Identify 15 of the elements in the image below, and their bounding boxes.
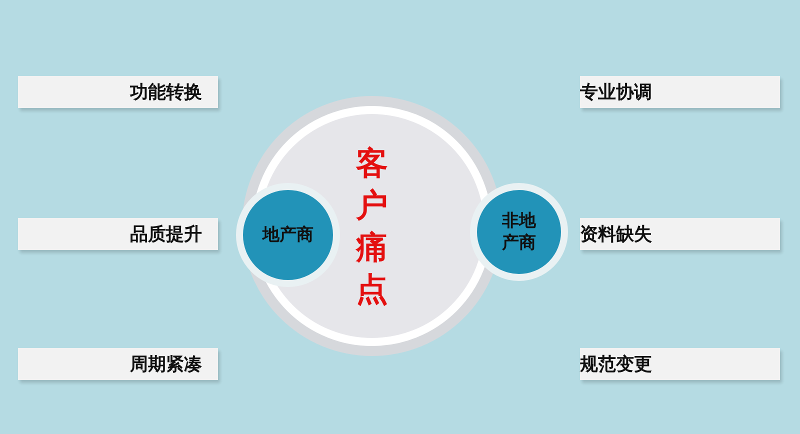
bar-label: 规范变更 [580,353,652,376]
title-text: 客户痛点 [355,143,389,310]
label-bar [18,348,218,380]
label-bar [580,76,780,108]
bar-label: 功能转换 [130,81,202,104]
label-bar [580,218,780,250]
label-bar [18,218,218,250]
label-bar [18,76,218,108]
label-bar [580,348,780,380]
circle-label: 地产商 [262,224,314,246]
circle-label: 非地产商 [500,210,538,254]
bar-label: 资料缺失 [580,223,652,246]
bar-label: 品质提升 [130,223,202,246]
bar-label: 周期紧凑 [130,353,202,376]
bar-label: 专业协调 [580,81,652,104]
